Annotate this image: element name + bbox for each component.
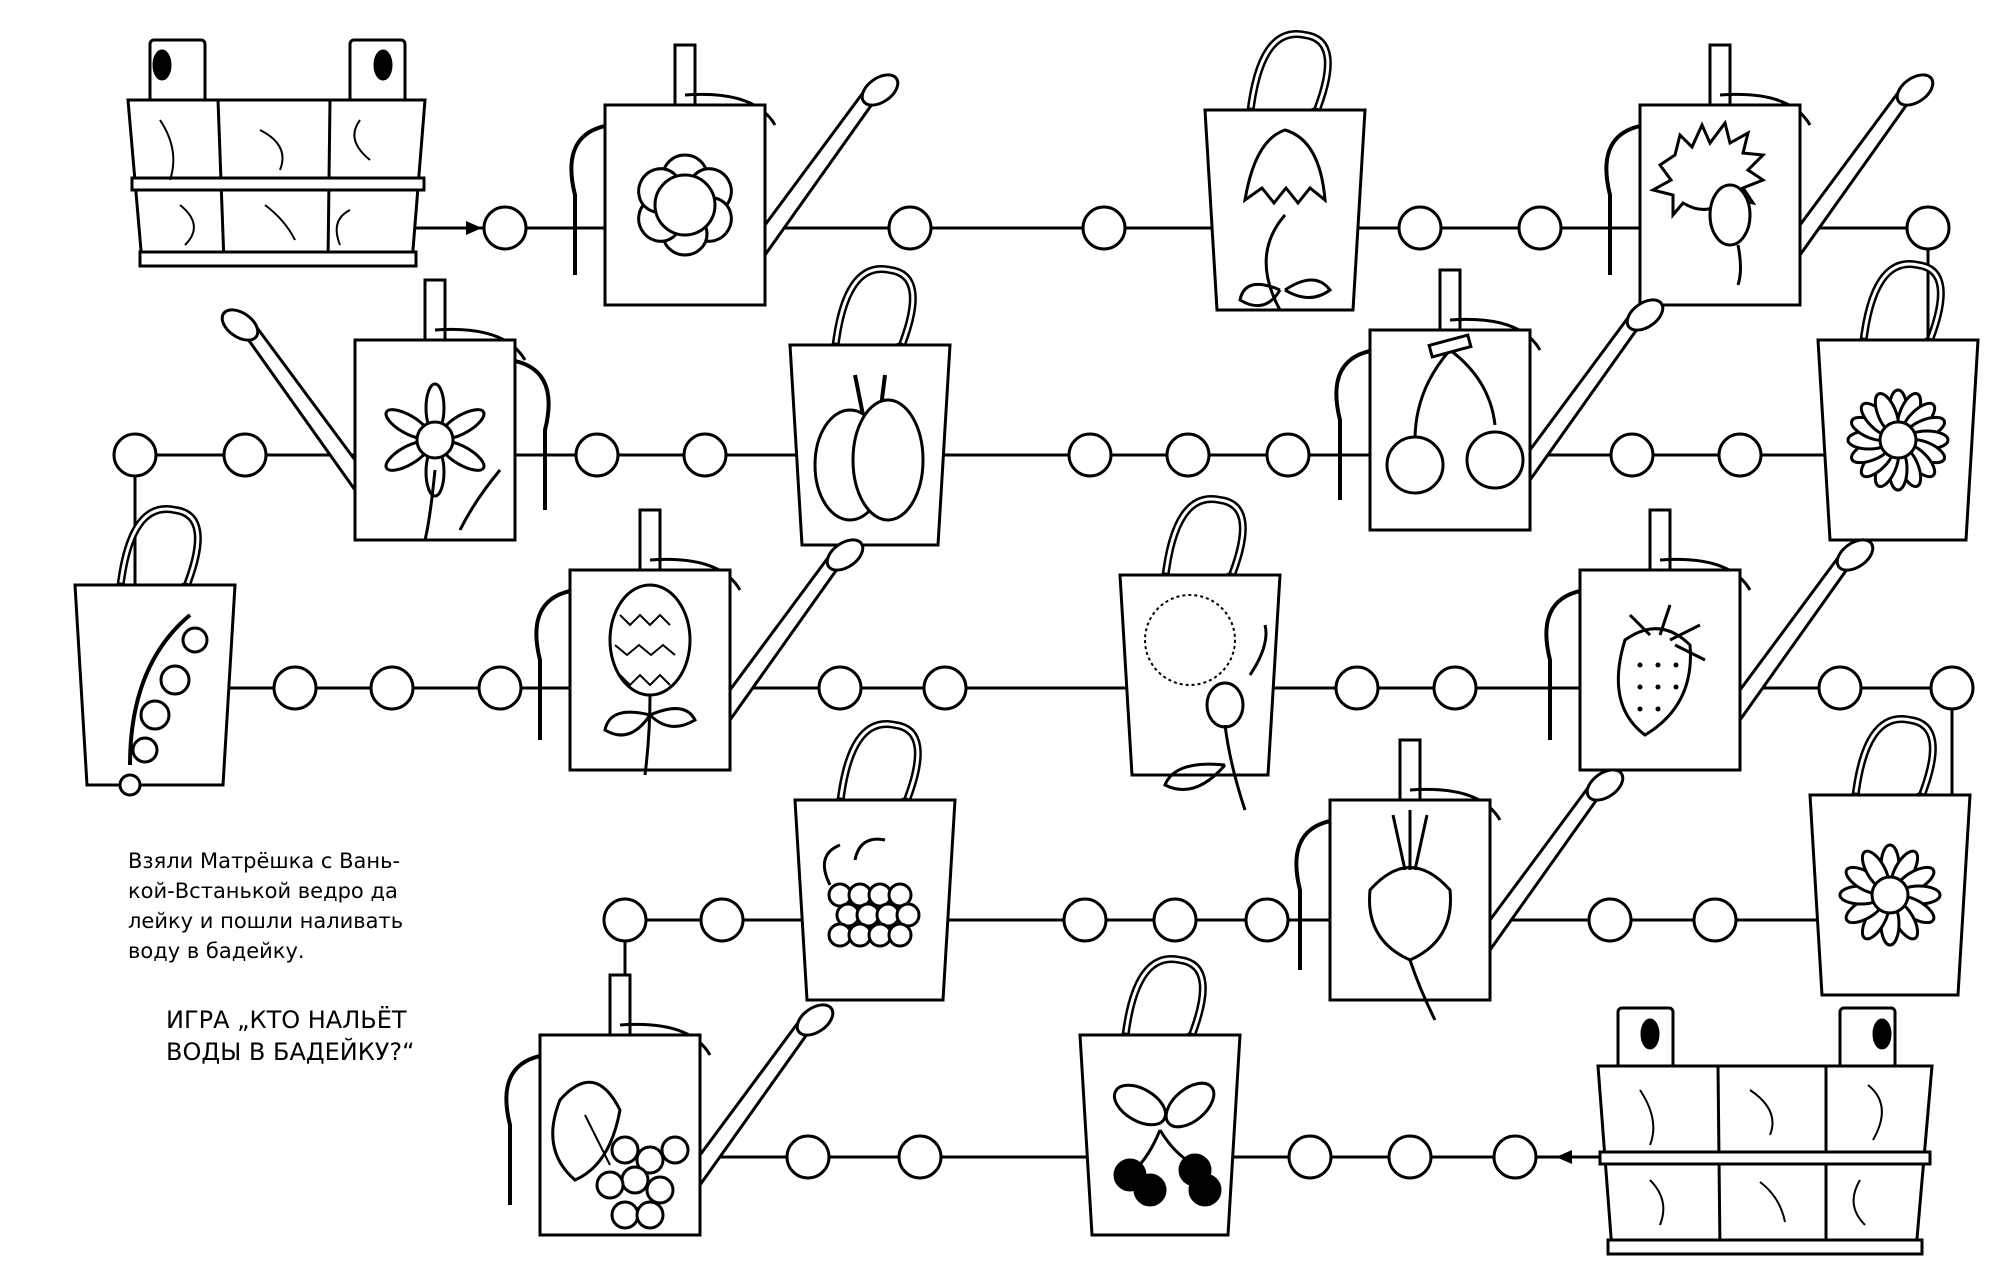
start-arrow-icon: [410, 221, 482, 235]
step-circle[interactable]: [1432, 665, 1478, 711]
flower-icon: [637, 153, 733, 257]
story-line: кой-Встанькой ведро да: [128, 879, 398, 903]
step-circle[interactable]: [1334, 665, 1380, 711]
game-title: ИГРА „КТО НАЛЬЁТ ВОДЫ В БАДЕЙКУ?“: [166, 1004, 456, 1068]
step-circle[interactable]: [602, 897, 648, 943]
cornflower-icon: [1648, 119, 1767, 286]
step-circle[interactable]: [222, 432, 268, 478]
step-circle[interactable]: [1587, 897, 1633, 943]
step-circle[interactable]: [1397, 205, 1443, 251]
step-circle[interactable]: [1609, 432, 1655, 478]
step-circle[interactable]: [699, 897, 745, 943]
story-caption: Взяли Матрёшка с Вань- кой-Встанькой вед…: [128, 846, 448, 966]
watering-can-card[interactable]: [1294, 738, 1628, 1021]
narcissus-icon: [384, 382, 502, 541]
story-line: Взяли Матрёшка с Вань-: [128, 849, 401, 873]
step-circle[interactable]: [897, 1134, 943, 1180]
step-circle[interactable]: [1067, 432, 1113, 478]
bucket-card[interactable]: [1078, 955, 1242, 1237]
step-circle[interactable]: [112, 432, 158, 478]
step-circle[interactable]: [1062, 897, 1108, 943]
step-circle[interactable]: [574, 432, 620, 478]
bucket-card[interactable]: [793, 720, 957, 1002]
strawberry-icon: [1616, 604, 1706, 737]
story-line: воду в бадейку.: [128, 939, 305, 963]
chamomile-icon: [1838, 843, 1942, 947]
step-circle[interactable]: [1517, 205, 1563, 251]
step-circles: [112, 205, 1975, 1180]
finish-arrow-icon: [1556, 1150, 1600, 1164]
step-circle[interactable]: [785, 1134, 831, 1180]
raspberry-icon: [822, 837, 921, 948]
step-circle[interactable]: [369, 665, 415, 711]
radish-icon: [1368, 810, 1452, 1021]
watering-can-card[interactable]: [1604, 43, 1938, 307]
step-circle[interactable]: [272, 665, 318, 711]
plums-icon: [813, 374, 925, 522]
watering-can-card[interactable]: [1334, 268, 1668, 532]
cherries-icon: [1385, 333, 1525, 495]
step-circle[interactable]: [482, 205, 528, 251]
step-circle[interactable]: [1692, 897, 1738, 943]
step-circle[interactable]: [1152, 897, 1198, 943]
step-circle[interactable]: [682, 432, 728, 478]
step-circle[interactable]: [1717, 432, 1763, 478]
step-circle[interactable]: [1165, 432, 1211, 478]
step-circle[interactable]: [922, 665, 968, 711]
start-tub: [126, 38, 427, 268]
bucket-card[interactable]: [1808, 715, 1972, 997]
blueberry-icon: [1112, 1081, 1222, 1207]
bucket-card[interactable]: [1816, 260, 1980, 542]
game-title-line: ВОДЫ В БАДЕЙКУ?“: [166, 1038, 415, 1066]
step-circle[interactable]: [1287, 1134, 1333, 1180]
bucket-card[interactable]: [1203, 30, 1367, 312]
daisy-icon: [1846, 388, 1950, 492]
currant-icon: [118, 613, 209, 797]
bellflower-icon: [1238, 128, 1333, 311]
step-circle[interactable]: [1492, 1134, 1538, 1180]
watering-can-card[interactable]: [217, 278, 551, 542]
rowan-icon: [551, 1080, 690, 1230]
watering-can-card[interactable]: [534, 508, 868, 776]
finish-tub: [1596, 1006, 1934, 1256]
game-title-line: ИГРА „КТО НАЛЬЁТ: [166, 1006, 407, 1034]
story-line: лейку и пошли наливать: [128, 909, 404, 933]
bucket-card[interactable]: [788, 265, 952, 547]
bucket-card[interactable]: [73, 505, 237, 797]
step-circle[interactable]: [1244, 897, 1290, 943]
step-circle[interactable]: [1387, 1134, 1433, 1180]
step-circle[interactable]: [1905, 205, 1951, 251]
step-circle[interactable]: [1265, 432, 1311, 478]
card-layer: [73, 30, 1980, 1237]
watering-can-card[interactable]: [1544, 508, 1878, 772]
step-circle[interactable]: [817, 665, 863, 711]
step-circle[interactable]: [1929, 665, 1975, 711]
clover-icon: [603, 583, 697, 776]
watering-can-card[interactable]: [504, 973, 838, 1237]
watering-can-card[interactable]: [569, 43, 903, 307]
thistle-icon: [1144, 594, 1268, 811]
bucket-card[interactable]: [1118, 495, 1282, 811]
step-circle[interactable]: [887, 205, 933, 251]
step-circle[interactable]: [1817, 665, 1863, 711]
step-circle[interactable]: [477, 665, 523, 711]
step-circle[interactable]: [1081, 205, 1127, 251]
